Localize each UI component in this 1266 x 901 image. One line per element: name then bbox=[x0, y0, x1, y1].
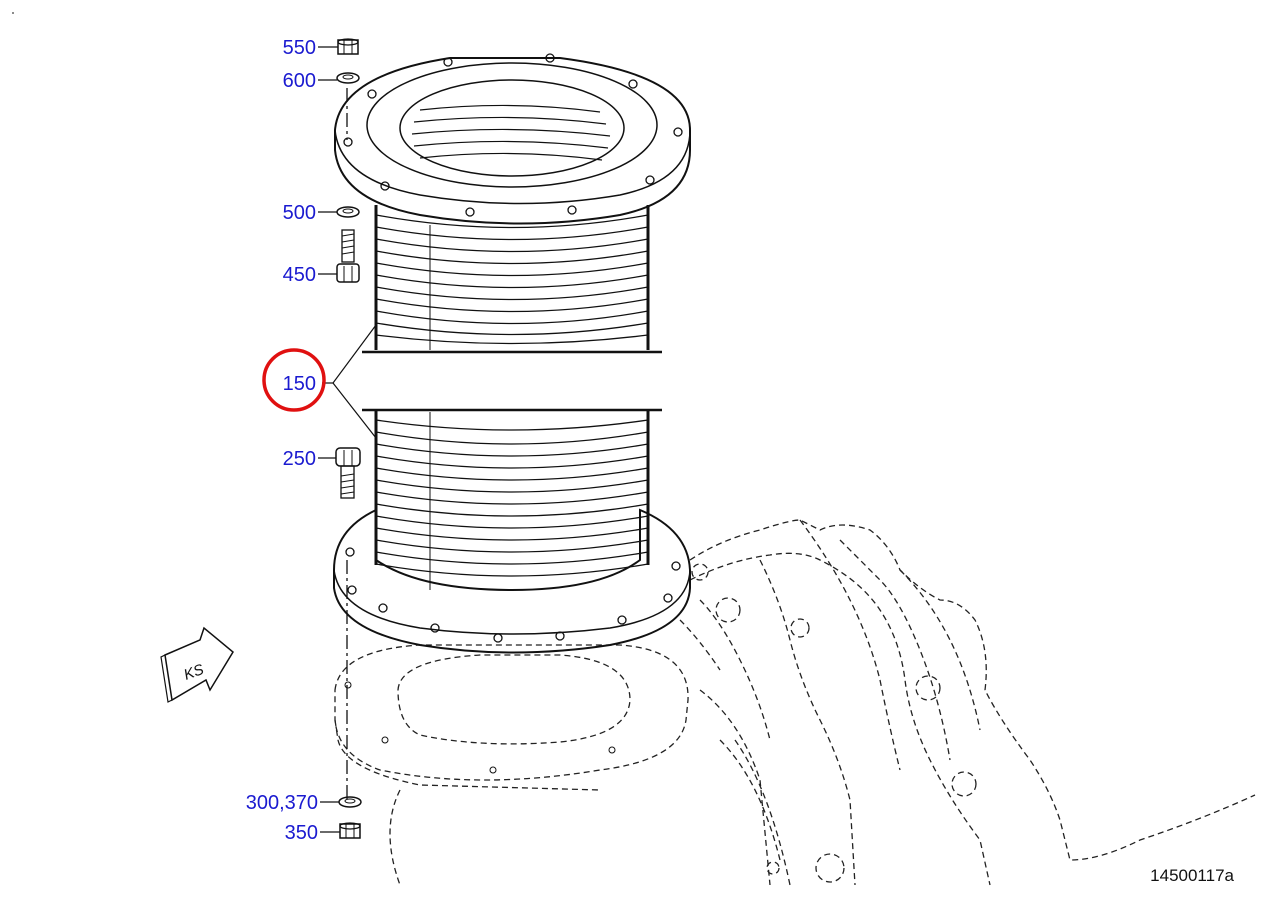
callout-350: 350 bbox=[285, 822, 318, 844]
leader-lines bbox=[318, 46, 377, 833]
bolt-450 bbox=[336, 229, 360, 283]
washer-500 bbox=[336, 206, 360, 218]
figure-number: 14500117a bbox=[1150, 866, 1234, 885]
washer-600 bbox=[336, 72, 360, 84]
callout-150[interactable]: 150 bbox=[283, 373, 316, 395]
hex-nut-350 bbox=[339, 822, 361, 839]
direction-arrow: KS bbox=[160, 626, 234, 703]
callout-550: 550 bbox=[283, 37, 316, 59]
ghosted-housing bbox=[334, 519, 1256, 886]
highlight-circle bbox=[262, 348, 326, 412]
corner-mark bbox=[12, 12, 14, 14]
hex-nut-550 bbox=[337, 38, 359, 55]
washer-300-370 bbox=[338, 796, 362, 808]
callout-250: 250 bbox=[283, 448, 316, 470]
callout-500: 500 bbox=[283, 202, 316, 224]
callout-600: 600 bbox=[283, 70, 316, 92]
direction-arrow-label: KS bbox=[182, 661, 207, 684]
bolt-250 bbox=[335, 447, 361, 499]
callout-450: 450 bbox=[283, 264, 316, 286]
bellows-compensator bbox=[333, 53, 691, 654]
callout-300-370: 300,370 bbox=[246, 792, 318, 814]
